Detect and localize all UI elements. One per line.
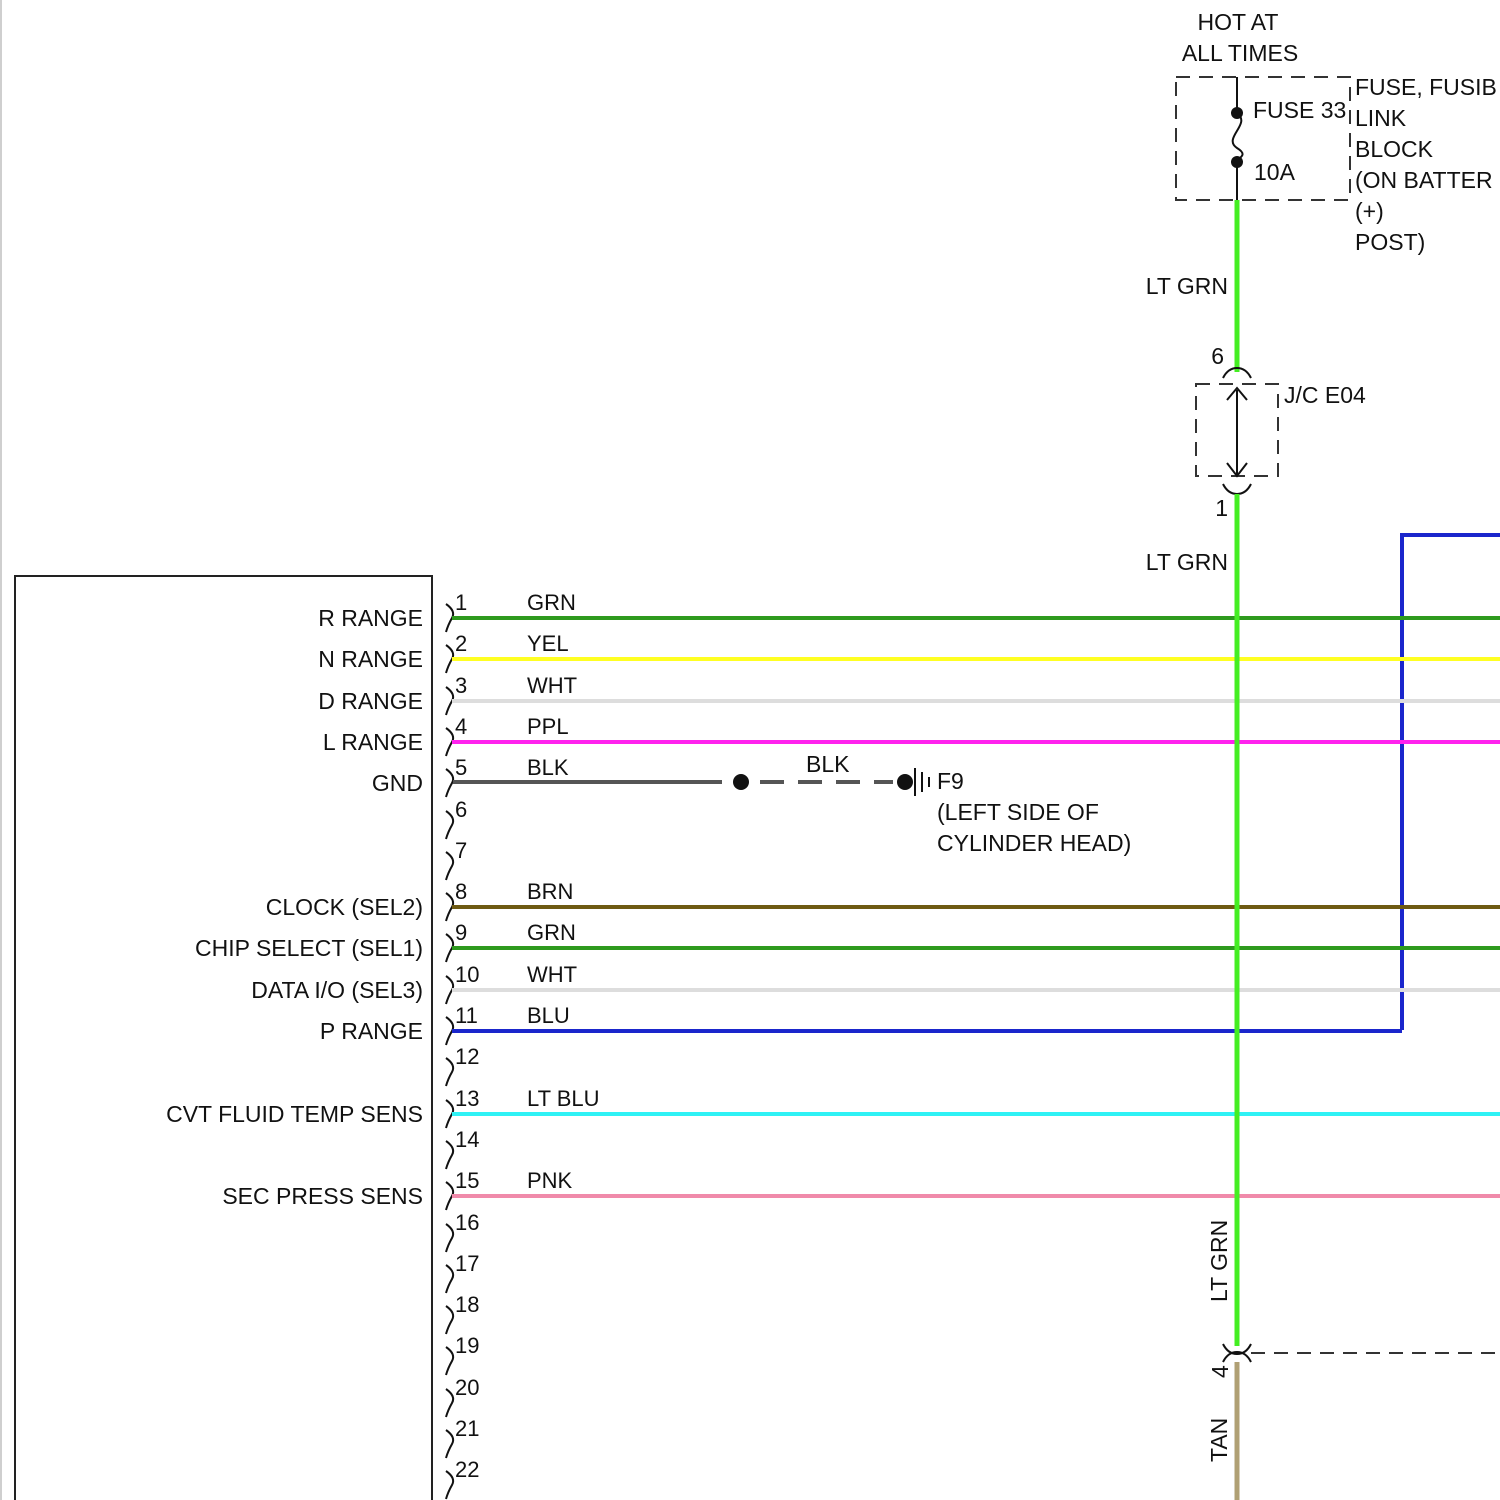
pin-connector-mark xyxy=(446,852,453,880)
jc-name: J/C E04 xyxy=(1284,382,1366,408)
wire-color-label: WHT xyxy=(527,673,577,698)
pin-number: 9 xyxy=(455,920,467,945)
pin-function-label: DATA I/O (SEL3) xyxy=(251,977,423,1003)
jc-out-wire-label: LT GRN xyxy=(1146,549,1228,575)
pin-number: 7 xyxy=(455,838,467,863)
pin-connector-mark xyxy=(446,1141,453,1169)
wire-color-label: WHT xyxy=(527,962,577,987)
wire-color-label: BLK xyxy=(527,755,569,780)
pin-connector-mark xyxy=(446,811,453,839)
hot-at-label: HOT AT xyxy=(1198,9,1279,35)
fuse-block-label-6: POST) xyxy=(1355,229,1425,255)
pin-number: 4 xyxy=(455,714,467,739)
pin-connector-mark xyxy=(446,1471,453,1499)
wire-color-label: GRN xyxy=(527,590,576,615)
gnd-splice-dot-2 xyxy=(897,774,913,790)
pin-number: 16 xyxy=(455,1210,479,1235)
pin-number: 15 xyxy=(455,1168,479,1193)
ground-location-1: (LEFT SIDE OF xyxy=(937,799,1099,825)
bottom-connector-pin: 4 xyxy=(1207,1365,1233,1378)
pin-connector-mark xyxy=(446,1265,453,1293)
pin-number: 2 xyxy=(455,631,467,656)
vertical-wire-label: LT GRN xyxy=(1206,1220,1232,1302)
pin-number: 22 xyxy=(455,1457,479,1482)
pin-function-label: R RANGE xyxy=(318,605,423,631)
wire-color-label: GRN xyxy=(527,920,576,945)
pin-connector-mark xyxy=(446,1306,453,1334)
fuse-name: FUSE 33 xyxy=(1253,97,1346,123)
pin-number: 11 xyxy=(455,1003,478,1028)
pin-function-label: N RANGE xyxy=(318,646,423,672)
pin-function-label: CHIP SELECT (SEL1) xyxy=(195,935,423,961)
wire-color-label: LT BLU xyxy=(527,1086,600,1111)
p-range-wire-loop xyxy=(1402,535,1500,1030)
pin-connector-mark xyxy=(446,769,453,797)
pin-number: 17 xyxy=(455,1251,479,1276)
wire-color-label: YEL xyxy=(527,631,569,656)
pin-number: 12 xyxy=(455,1044,479,1069)
pin-number: 10 xyxy=(455,962,479,987)
pin-number: 6 xyxy=(455,797,467,822)
pin-function-label: P RANGE xyxy=(320,1018,423,1044)
pin-number: 3 xyxy=(455,673,467,698)
wire-color-label: BLU xyxy=(527,1003,570,1028)
ground-location-2: CYLINDER HEAD) xyxy=(937,830,1131,856)
ground-wire-label: BLK xyxy=(806,751,850,777)
jc-bottom-connector-mark xyxy=(1223,484,1251,494)
feed-wire-label: LT GRN xyxy=(1146,273,1228,299)
pin-connector-mark xyxy=(446,1224,453,1252)
gnd-splice-dot-1 xyxy=(733,774,749,790)
wire-color-label: PPL xyxy=(527,714,569,739)
pin-function-label: GND xyxy=(372,770,423,796)
pin-function-label: CVT FLUID TEMP SENS xyxy=(166,1101,423,1127)
fuse-rating: 10A xyxy=(1254,159,1296,185)
fuse-block-label-3: BLOCK xyxy=(1355,136,1434,162)
fuse-block-label-5: (+) xyxy=(1355,198,1384,224)
wire-color-label: PNK xyxy=(527,1168,573,1193)
wire-color-label: BRN xyxy=(527,879,573,904)
pin-function-label: CLOCK (SEL2) xyxy=(266,894,423,920)
pin-number: 1 xyxy=(455,590,467,615)
pin-number: 5 xyxy=(455,755,467,780)
pin-function-label: D RANGE xyxy=(318,688,423,714)
tan-wire-label: TAN xyxy=(1206,1418,1232,1462)
pin-number: 13 xyxy=(455,1086,479,1111)
fuse-terminal-top xyxy=(1231,107,1243,119)
pin-number: 18 xyxy=(455,1292,479,1317)
all-times-label: ALL TIMES xyxy=(1182,40,1298,66)
fuse-symbol xyxy=(1233,113,1243,162)
jc-pin-bottom: 1 xyxy=(1215,495,1228,521)
pin-number: 20 xyxy=(455,1375,479,1400)
pin-connector-mark xyxy=(446,1389,453,1417)
pin-number: 8 xyxy=(455,879,467,904)
fuse-block-label-1: FUSE, FUSIB xyxy=(1355,74,1497,100)
pin-function-label: SEC PRESS SENS xyxy=(222,1183,423,1209)
ground-name: F9 xyxy=(937,768,964,794)
pin-connector-mark xyxy=(446,1347,453,1375)
pin-connector-mark xyxy=(446,1058,453,1086)
pin-number: 19 xyxy=(455,1333,479,1358)
jc-pin-top: 6 xyxy=(1211,343,1224,369)
pin-number: 21 xyxy=(455,1416,479,1441)
pin-function-label: L RANGE xyxy=(323,729,423,755)
pin-connector-mark xyxy=(446,1430,453,1458)
fuse-block-label-2: LINK xyxy=(1355,105,1407,131)
fuse-block-label-4: (ON BATTER xyxy=(1355,167,1493,193)
pin-number: 14 xyxy=(455,1127,479,1152)
